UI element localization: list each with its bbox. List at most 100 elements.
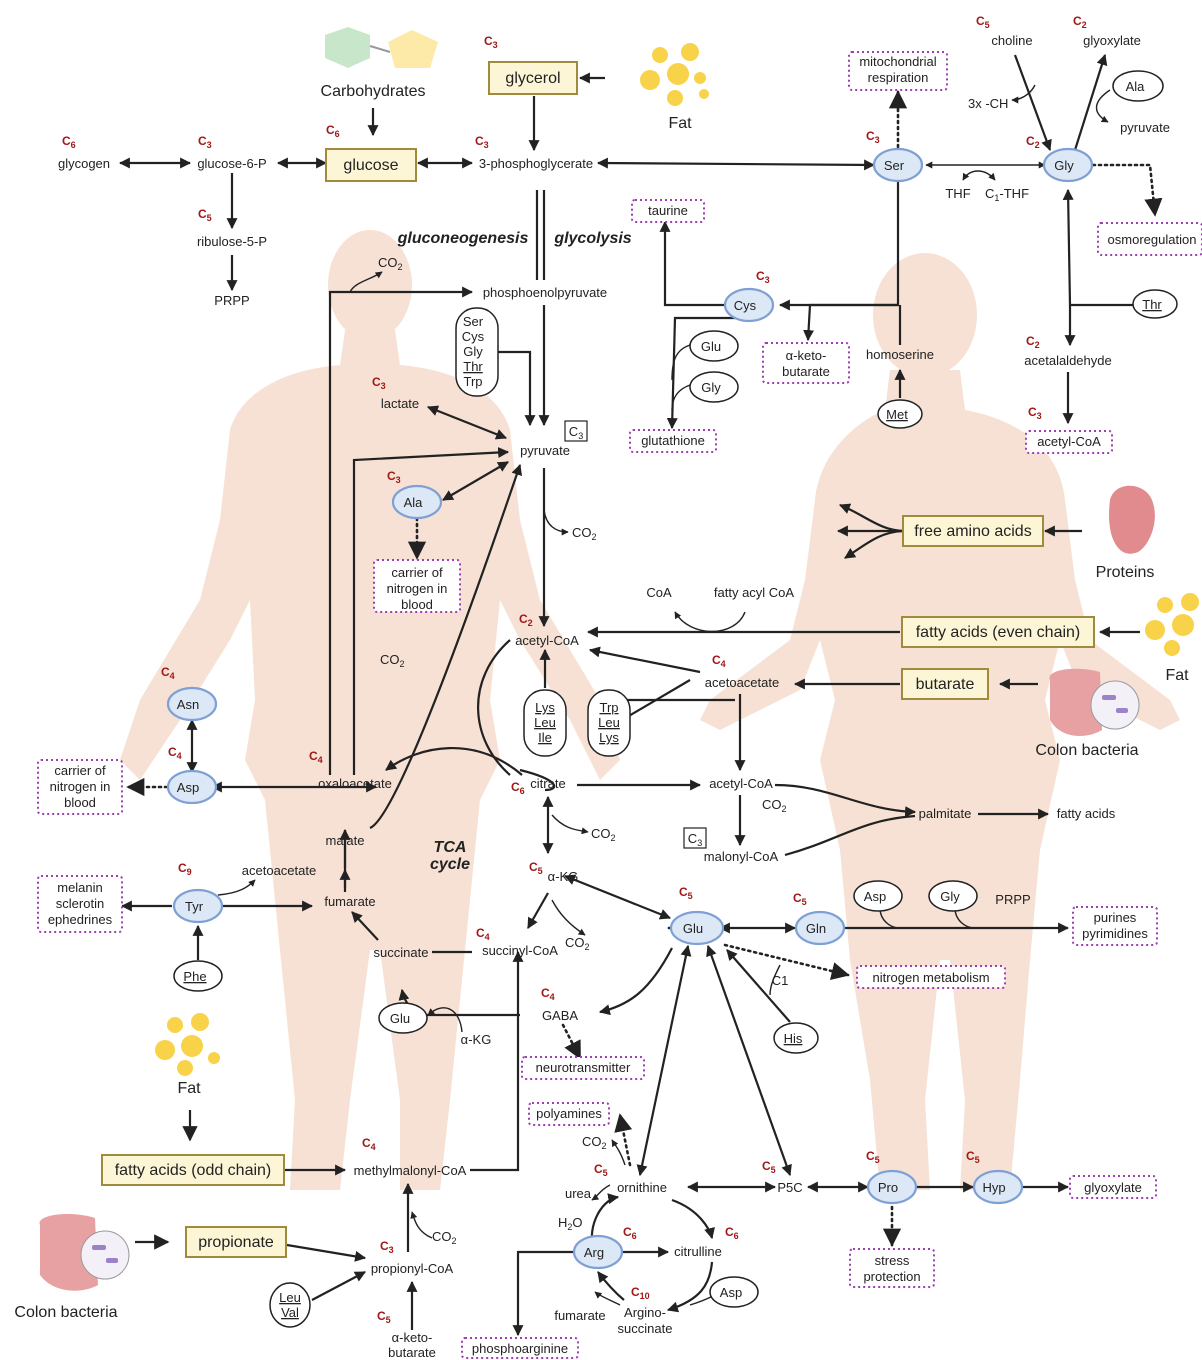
svg-text:Glu: Glu [390, 1011, 410, 1026]
svg-text:nitrogen metabolism: nitrogen metabolism [872, 970, 989, 985]
svg-text:Fat: Fat [1165, 667, 1189, 684]
svg-text:Arg: Arg [584, 1245, 604, 1260]
svg-text:Met: Met [886, 407, 908, 422]
svg-text:THF: THF [945, 186, 970, 201]
svg-text:glycerol: glycerol [505, 70, 560, 87]
svg-text:Tyr: Tyr [185, 899, 204, 914]
label-alpha-ketobutarate: α-keto-butarate [782, 348, 830, 379]
svg-text:Colon bacteria: Colon bacteria [14, 1304, 117, 1321]
co2-label-8: CO2 [582, 1134, 607, 1151]
svg-text:His: His [784, 1031, 803, 1046]
carbon-count-label: C6 [62, 134, 76, 150]
svg-text:pyruvate: pyruvate [1120, 120, 1170, 135]
svg-text:Pro: Pro [878, 1180, 898, 1195]
svg-text:glucose: glucose [343, 157, 398, 174]
svg-text:neurotransmitter: neurotransmitter [536, 1060, 631, 1075]
svg-text:succinate: succinate [374, 945, 429, 960]
svg-text:fatty acyl CoA: fatty acyl CoA [714, 585, 795, 600]
co2-label-2: CO2 [572, 525, 597, 542]
svg-text:free amino acids: free amino acids [914, 523, 1031, 540]
svg-text:Ser: Ser [884, 158, 905, 173]
white-ellipse-labels: Ala Thr Met Glu Gly Phe Glu His Asp Gly … [183, 79, 1162, 1320]
white-ellipses [173, 70, 1178, 1328]
carbon-count-label: C3 [756, 269, 770, 285]
carbon-count-label: C4 [476, 926, 490, 942]
carbon-count-label: C3 [198, 134, 212, 150]
colon-bacteria-icon-2 [39, 1214, 130, 1291]
svg-text:fatty acids (odd chain): fatty acids (odd chain) [115, 1162, 272, 1179]
svg-text:α-KG: α-KG [548, 869, 579, 884]
svg-text:Fat: Fat [668, 115, 692, 132]
svg-text:oxaloacetate: oxaloacetate [318, 776, 392, 791]
svg-text:Glu: Glu [701, 339, 721, 354]
fat-droplets-icon [640, 43, 709, 106]
svg-text:Phe: Phe [183, 969, 206, 984]
svg-text:Colon bacteria: Colon bacteria [1035, 742, 1138, 759]
box-fatty-acids-odd: fatty acids (odd chain) [101, 1154, 285, 1186]
svg-text:PRPP: PRPP [995, 892, 1030, 907]
co2-label-6: CO2 [565, 935, 590, 952]
svg-text:C1: C1 [772, 973, 789, 988]
carbon-count-label: C5 [679, 885, 693, 901]
svg-text:GABA: GABA [542, 1008, 578, 1023]
svg-text:acetyl-CoA: acetyl-CoA [515, 633, 579, 648]
co2-label-7: CO2 [432, 1229, 457, 1246]
carbon-count-label: C3 [484, 34, 498, 50]
svg-text:ribulose-5-P: ribulose-5-P [197, 234, 267, 249]
carbon-count-label: C2 [1026, 134, 1040, 150]
box-glucose: glucose [325, 148, 417, 182]
svg-text:glyoxylate: glyoxylate [1083, 33, 1141, 48]
carbon-count-label: C9 [178, 861, 192, 877]
amino-acid-ovals [166, 147, 1094, 1270]
svg-text:pyruvate: pyruvate [520, 443, 570, 458]
svg-text:Fat: Fat [177, 1080, 201, 1097]
svg-text:phosphoarginine: phosphoarginine [472, 1341, 568, 1356]
svg-text:Carbohydrates: Carbohydrates [321, 83, 426, 100]
carbon-count-label: C5 [762, 1159, 776, 1175]
svg-text:Proteins: Proteins [1096, 564, 1155, 581]
label-akb-bottom: α-keto-butarate [388, 1330, 436, 1360]
co2-label-5: CO2 [591, 826, 616, 843]
svg-text:fatty acids: fatty acids [1057, 806, 1116, 821]
carbon-count-label: C4 [362, 1136, 376, 1152]
svg-text:butarate: butarate [916, 676, 975, 693]
svg-text:Asp: Asp [864, 889, 886, 904]
label-3x-ch: 3x -CH [968, 96, 1008, 111]
svg-text:Gly: Gly [701, 380, 721, 395]
svg-text:citrulline: citrulline [674, 1244, 722, 1259]
svg-text:CoA: CoA [646, 585, 672, 600]
label-c1-thf: C1-THF [985, 186, 1029, 203]
svg-text:Ala: Ala [404, 495, 424, 510]
svg-text:fatty acids (even chain): fatty acids (even chain) [916, 624, 1081, 641]
svg-text:Gly: Gly [940, 889, 960, 904]
svg-text:gluconeogenesis: gluconeogenesis [397, 230, 529, 247]
carbon-count-label: C5 [793, 891, 807, 907]
dotted-boxes [37, 51, 1202, 1359]
svg-text:glyoxylate: glyoxylate [1084, 1180, 1142, 1195]
carbon-count-label: C4 [541, 986, 555, 1002]
svg-text:methylmalonyl-CoA: methylmalonyl-CoA [354, 1163, 467, 1178]
carbohydrates-icon [325, 27, 438, 68]
svg-text:acetyl-CoA: acetyl-CoA [709, 776, 773, 791]
co2-label-1: CO2 [378, 255, 403, 272]
svg-text:PRPP: PRPP [214, 293, 249, 308]
svg-text:propionate: propionate [198, 1234, 274, 1251]
svg-text:malonyl-CoA: malonyl-CoA [704, 849, 779, 864]
carbon-count-label: C4 [168, 745, 182, 761]
carbon-count-label: C4 [712, 653, 726, 669]
svg-text:Thr: Thr [1142, 297, 1162, 312]
male-body-silhouette [120, 230, 620, 1190]
carbon-count-label: C5 [377, 1309, 391, 1325]
svg-text:citrate: citrate [530, 776, 565, 791]
label-argino-succinate: Argino-succinate [618, 1305, 673, 1336]
carbon-count-label: C5 [594, 1162, 608, 1178]
svg-text:urea: urea [565, 1186, 592, 1201]
svg-text:glycolysis: glycolysis [553, 230, 631, 247]
